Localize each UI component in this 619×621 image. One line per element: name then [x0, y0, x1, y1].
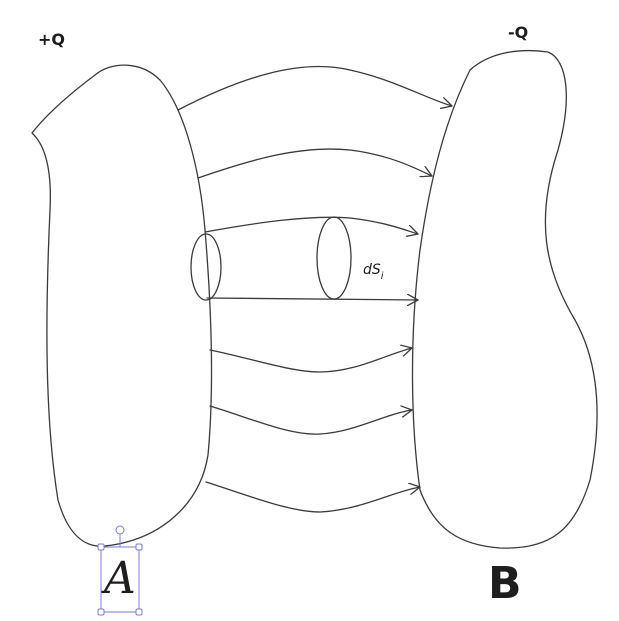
conductor-a-outline[interactable]: [31, 64, 213, 547]
field-line-2: [197, 148, 433, 179]
plus-q-label: +Q: [38, 30, 65, 49]
field-line-6: [209, 406, 413, 435]
area-element-label: dSi: [363, 262, 384, 282]
resize-handle-bottom-right[interactable]: [135, 608, 143, 616]
resize-handle-top-right[interactable]: [135, 543, 143, 551]
conductor-a-label[interactable]: A: [100, 553, 136, 604]
field-line-5: [209, 348, 413, 373]
rotate-handle[interactable]: [115, 525, 125, 535]
flux-tube-far-cap[interactable]: [316, 216, 352, 300]
field-line-7: [205, 481, 421, 513]
conductor-b-label[interactable]: B: [488, 558, 522, 609]
field-line-1: [177, 65, 453, 111]
field-line-3: [204, 216, 419, 234]
field-line-4: [206, 298, 419, 300]
resize-handle-top-left[interactable]: [97, 543, 105, 551]
flux-tube-near-cap[interactable]: [190, 233, 222, 301]
selection-box[interactable]: [97, 525, 143, 616]
conductor-b-outline[interactable]: [411, 49, 598, 549]
minus-q-label: -Q: [508, 23, 528, 42]
resize-handle-bottom-left[interactable]: [97, 608, 105, 616]
